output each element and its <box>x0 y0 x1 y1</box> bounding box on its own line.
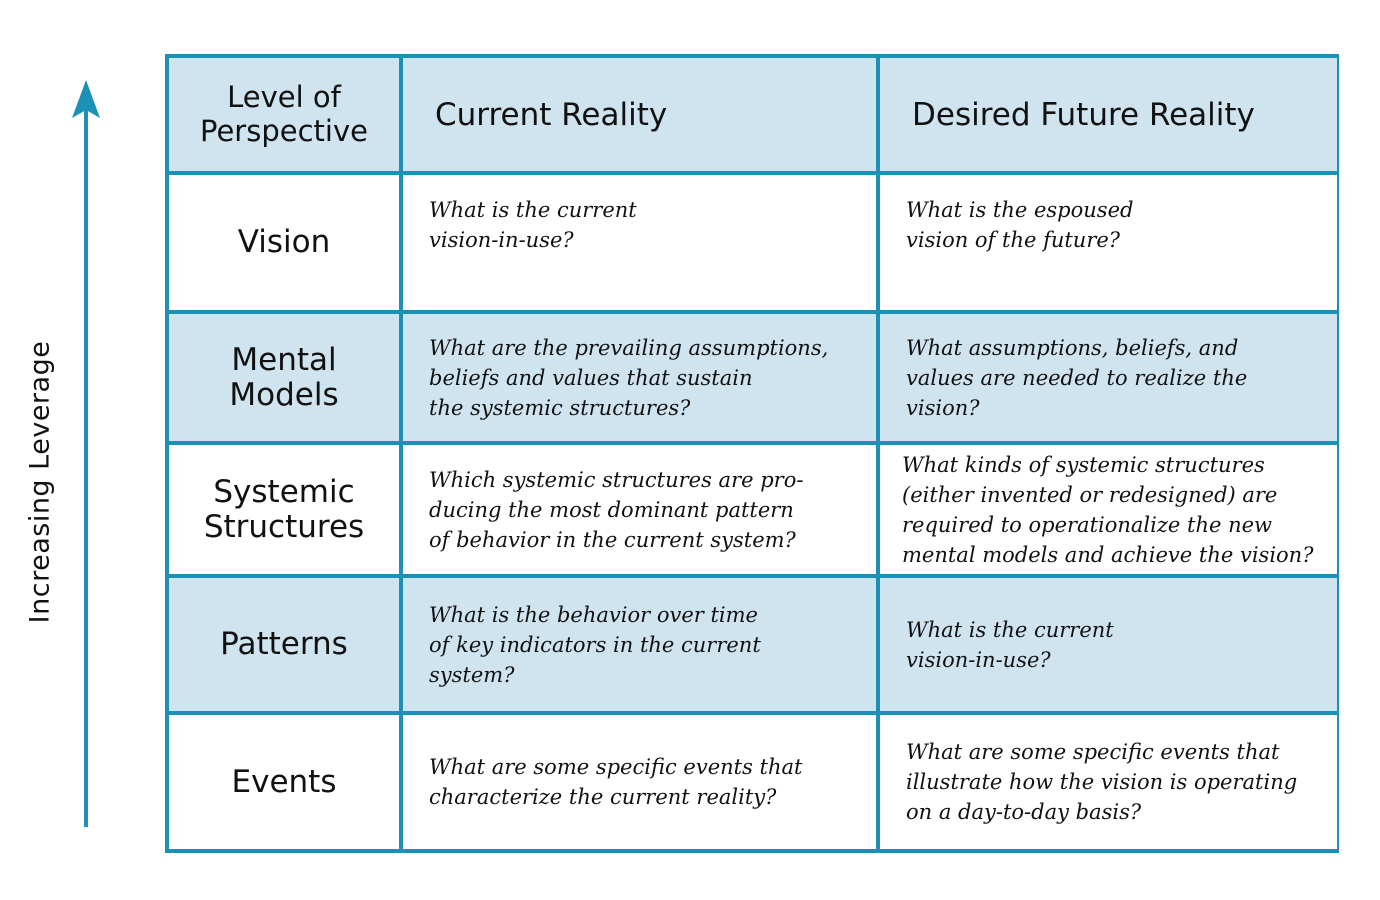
level-systemic-structures: Systemic Structures <box>169 445 403 578</box>
patterns-desired-question: What is the current vision-in-use? <box>880 578 1337 715</box>
level-mental-models: Mental Models <box>169 314 403 445</box>
level-vision: Vision <box>169 175 403 314</box>
up-arrow-icon <box>72 80 100 827</box>
systemic-structures-current-question: Which systemic structures are pro- ducin… <box>403 445 880 578</box>
vision-desired-question: What is the espoused vision of the futur… <box>880 175 1337 314</box>
level-patterns: Patterns <box>169 578 403 715</box>
mental-models-current-question: What are the prevailing assumptions, bel… <box>403 314 880 445</box>
vision-current-question: What is the current vision-in-use? <box>403 175 880 314</box>
mental-models-desired-question: What assumptions, beliefs, and values ar… <box>880 314 1337 445</box>
leverage-axis <box>20 70 160 840</box>
systemic-structures-desired-question: What kinds of systemic structures (eithe… <box>880 445 1337 578</box>
axis-label: Increasing Leverage <box>24 340 56 624</box>
level-events: Events <box>169 715 403 849</box>
header-level-of-perspective: Level of Perspective <box>169 58 403 175</box>
patterns-current-question: What is the behavior over time of key in… <box>403 578 880 715</box>
events-desired-question: What are some specific events that illus… <box>880 715 1337 849</box>
events-current-question: What are some specific events that chara… <box>403 715 880 849</box>
header-desired-future-reality: Desired Future Reality <box>880 58 1337 175</box>
perspective-table: Level of Perspective Current Reality Des… <box>165 54 1339 853</box>
header-current-reality: Current Reality <box>403 58 880 175</box>
